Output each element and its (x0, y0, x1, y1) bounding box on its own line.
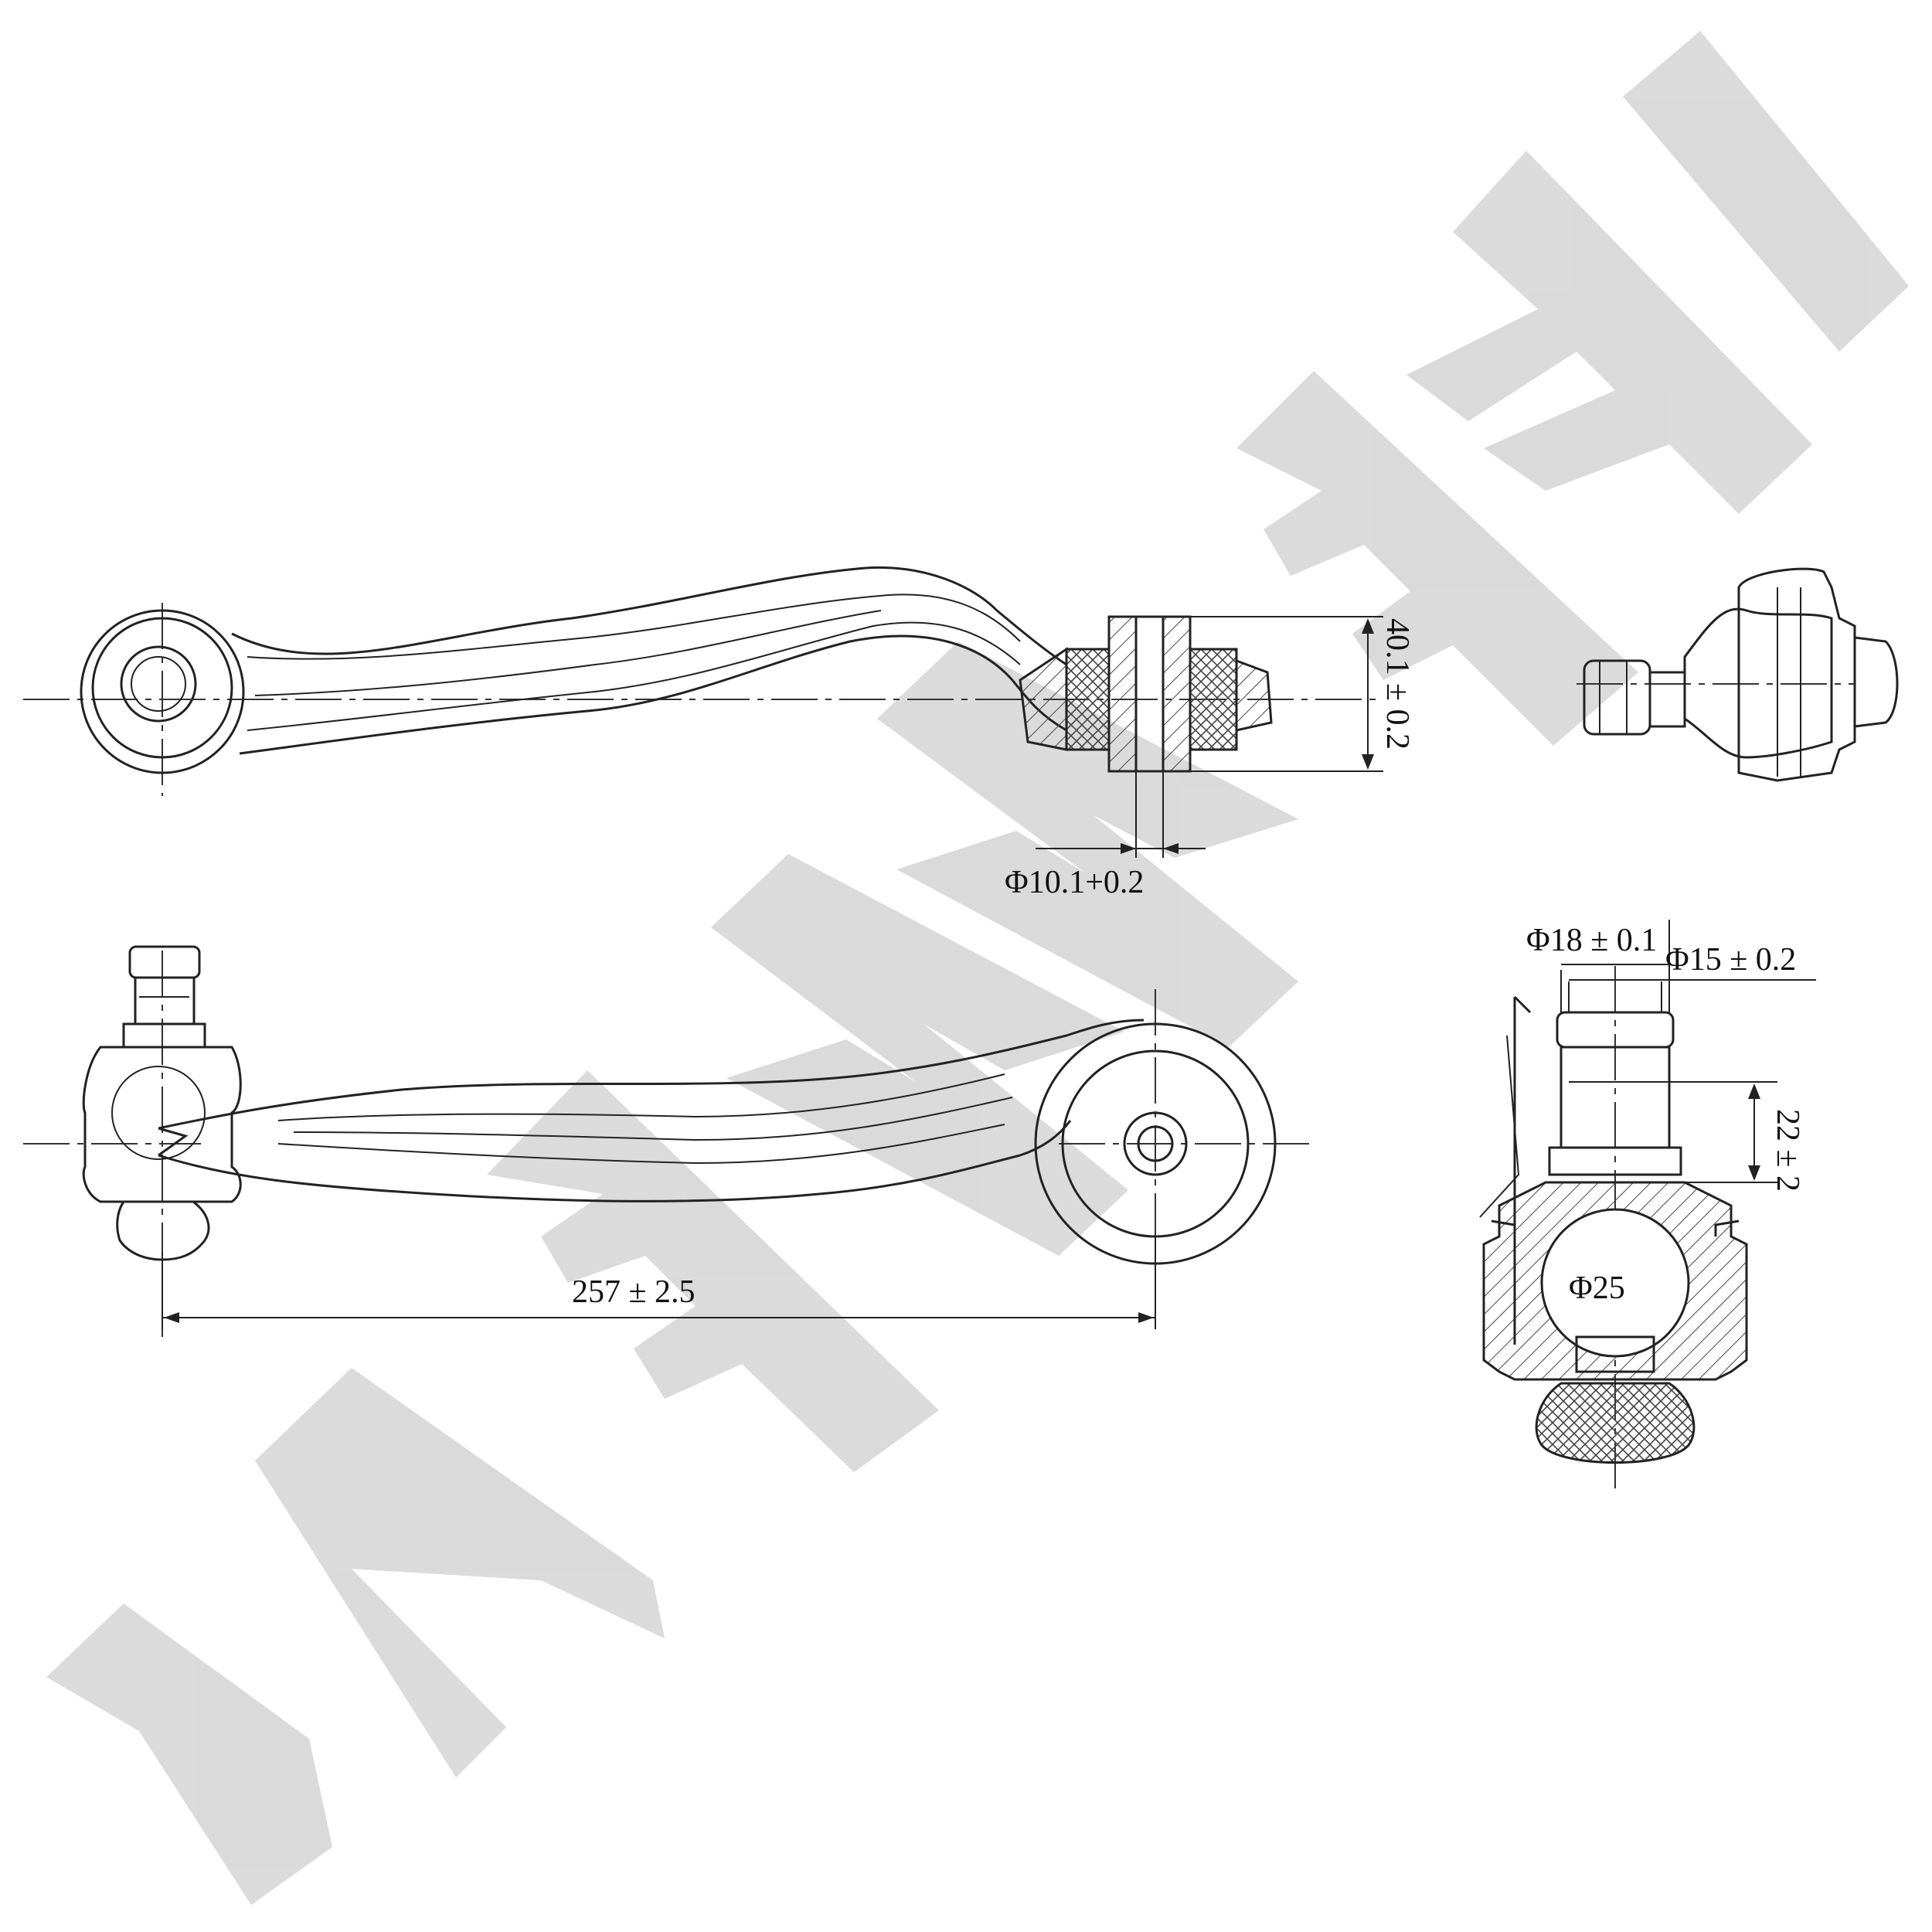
bushing-rubber-right (1189, 648, 1238, 751)
arm-front-view: 257 ± 2.5 (23, 945, 1314, 1345)
stud-major-diameter-label: Φ18 ± 0.1 (1526, 923, 1657, 958)
balljoint-boot (1683, 607, 1833, 759)
arm-top-upper-edge (231, 566, 1067, 666)
arm-front-rib-3 (293, 1097, 1013, 1141)
section-dust-shield-edge (1479, 1035, 1520, 1218)
eye-outer-circle (80, 609, 245, 774)
bushing-rubber-left (1065, 648, 1111, 751)
watermark (46, 31, 1909, 1905)
watermark-chevron (46, 1604, 332, 1905)
arm-top-lower-edge (239, 634, 1067, 755)
front-eye-bore (1137, 1125, 1174, 1162)
watermark-letter-z (255, 1368, 665, 1777)
front-eye-sleeve (1123, 1111, 1188, 1176)
arm-front-upper-edge (158, 1019, 1145, 1130)
arm-top-rib-2 (247, 621, 1021, 731)
bushing-housing (1019, 647, 1068, 751)
balljoint-housing (1737, 567, 1856, 782)
stud-boot (82, 1046, 242, 1203)
balljoint-cap (1853, 636, 1899, 728)
stud-ball-outline (111, 1066, 206, 1160)
section-ball-seat (1575, 1335, 1655, 1373)
balljoint-side-view (1577, 567, 1899, 782)
stud-shaft (134, 976, 196, 1026)
watermark-letter-n1 (711, 854, 1128, 1256)
section-stud-collar (1548, 1146, 1682, 1176)
stud-top (128, 945, 201, 979)
arm-front-lower-edge (158, 1120, 1072, 1202)
eye-bore-inner (131, 656, 186, 712)
section-ball (1540, 1208, 1690, 1358)
watermark-letter-n2 (877, 641, 1298, 1047)
balljoint-stud-neck (1648, 671, 1686, 728)
bushing-sleeve-right (1162, 615, 1192, 773)
stud-height-label: 22 ± 2 (1770, 1109, 1805, 1192)
arm-top-rib-1 (247, 594, 1021, 660)
bushing-height-label: 40.1 ± 0.2 (1379, 618, 1415, 750)
watermark-letter-e2 (1236, 371, 1638, 746)
stud-minor-diameter-label: Φ15 ± 0.2 (1665, 942, 1796, 978)
arm-length-label: 257 ± 2.5 (572, 1274, 696, 1310)
bushing-housing-right (1235, 658, 1273, 732)
section-bottom-plug (1535, 1382, 1696, 1464)
arm-top-rib-3 (254, 610, 882, 696)
ball-diameter-label: Φ25 (1569, 1270, 1625, 1306)
arm-front-tip (158, 1127, 189, 1157)
balljoint-section-view: Φ18 ± 0.1 Φ15 ± 0.2 22 ± 2 Φ25 (1479, 920, 1816, 1492)
section-dust-shield (1513, 995, 1532, 1345)
arm-front-rib-1 (277, 1073, 1005, 1121)
eye-outer-ring (91, 617, 233, 759)
watermark-letter-k (1406, 151, 1812, 514)
watermark-letter-e1 (487, 1070, 939, 1472)
watermark-letter-k-leg (1623, 31, 1909, 352)
bushing-sleeve-left (1107, 615, 1138, 773)
arm-front-rib-2 (277, 1124, 1005, 1165)
bushing-bore (1134, 615, 1165, 773)
arm-top-view: 40.1 ± 0.2 Φ10.1+0.2 (23, 566, 1415, 900)
eye-bore (120, 645, 197, 723)
stud-collar (122, 1022, 206, 1049)
bushing-bore-label: Φ10.1+0.2 (1005, 865, 1144, 900)
